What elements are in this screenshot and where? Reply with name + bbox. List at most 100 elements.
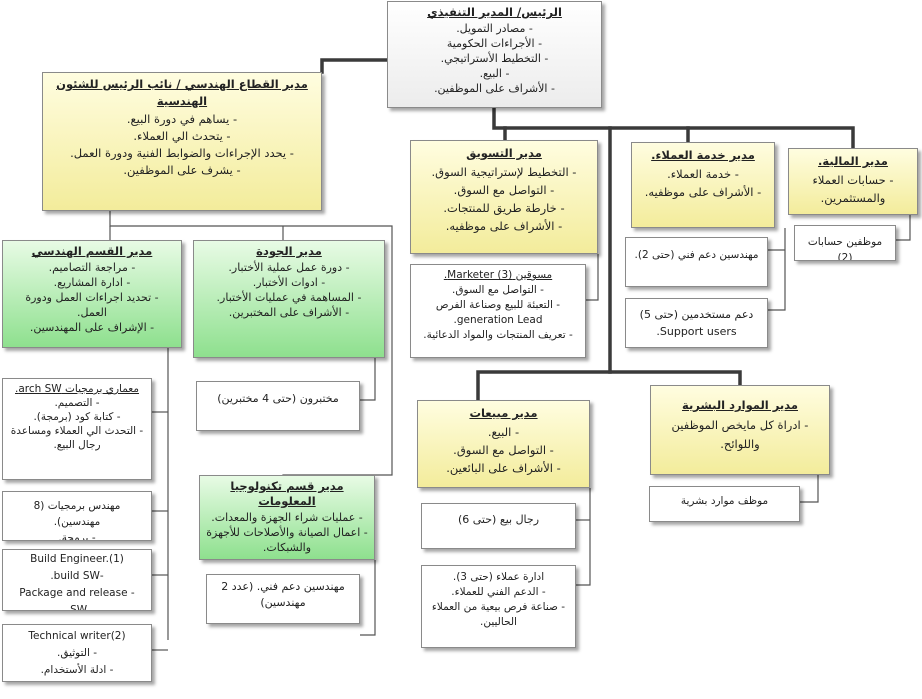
quality-item: - ادوات الأختبار. [252,276,326,289]
marketing-item: - التواصل مع السوق. [453,183,555,197]
tech-writer-item: - ادلة الأستخدام. [40,664,114,676]
it-support-label: مهندسين دعم فني. (عدد 2 مهندسين) [221,580,345,609]
sales-item: - البيع. [487,425,520,439]
marketing-item: - خارطة طريق للمنتجات. [443,201,565,215]
hr-staff-box: موظف موارد بشرية [649,486,800,522]
connector-cs-staff [768,228,786,311]
quality-box: مدير الجودة - دورة عمل عملية الأختبار. -… [193,240,385,358]
sales-item: - الأشراف على البائعين. [446,461,561,475]
sales-title: مدير مبيعات [469,406,538,420]
connector-hr-staff [800,475,819,503]
sw-engineers-title: مهندس برمجيات (8 مهندسين). [33,500,121,528]
architect-item: - كتابة كود (برمجة). [33,411,121,423]
accountants-box: موظفين حسابات (2) [794,225,896,261]
hr-box: مدير الموارد البشرية - ادراة كل مايخص ال… [650,385,830,475]
accountants-label: موظفين حسابات (2) [807,236,883,261]
marketing-item: - الأشراف على موظفيه. [445,219,563,233]
marketers-item: - التواصل مع السوق. [452,284,544,296]
tech-writer-title: Technical writer(2) [28,630,126,642]
architect-item: - التصميم. [54,397,100,409]
account-managers-box: ادارة عملاء (حتى 3). - الدعم الفني للعمل… [421,565,576,648]
connector-ceo-engineering [320,58,392,74]
sales-item: - التواصل مع السوق. [453,443,554,457]
account-managers-item: - الدعم الفني للعملاء. [451,586,546,598]
ceo-item: - البيع. [479,67,510,80]
it-dept-box: مدير قسم تكنولوجيا المعلومات - عمليات شر… [199,475,375,560]
engineering-vp-box: مدير القطاع الهندسي / نائب الرئيس للشئون… [42,72,322,211]
testers-box: مختبرون (حتى 4 مختبرين) [196,381,360,431]
account-managers-item: - صناعة فرص بيعية من العملاء الحاليين. [431,601,566,628]
architect-item: - التحدث الي العملاء ومساعدة رجال البيع. [10,425,144,451]
engineering-dept-item: - ادارة المشاريع. [53,276,131,289]
user-support-label: دعم مستخدمين (حتى 5) Support users. [639,308,754,338]
salesmen-label: رجال بيع (حتى 6) [457,513,540,526]
testers-label: مختبرون (حتى 4 مختبرين) [217,392,339,405]
customer-service-title: مدير خدمة العملاء. [651,148,755,162]
connector-sales-staff [576,488,591,586]
ceo-item: - التخطيط الأستراتيجي. [440,52,549,65]
support-engineers-label: مهندسين دعم فني (حتى 2). [634,249,759,261]
architect-box: معماري برمجيات arch SW. - التصميم. - كتا… [2,378,152,480]
sales-box: مدير مبيعات - البيع. - التواصل مع السوق.… [417,400,590,488]
ceo-item: - مصادر التمويل. [456,22,533,35]
finance-box: مدير المالية. - حسابات العملاء والمستثمر… [788,148,918,215]
ceo-item: - الأشراف على الموظفين. [434,82,555,95]
connector-trunk-sales-hr [608,126,742,387]
engineering-vp-item: - يتحدث الي العملاء. [133,129,231,143]
marketing-title: مدير التسويق [466,146,542,160]
build-engineer-item: -build SW. [50,570,104,582]
connector-marketing-staff [586,254,599,301]
support-engineers-box: مهندسين دعم فني (حتى 2). [625,237,768,287]
connector-ceo-trunk [492,106,855,150]
build-engineer-title: Build Engineer.(1) [30,553,124,565]
quality-item: - الأشراف على المختبرين. [228,306,350,319]
account-managers-title: ادارة عملاء (حتى 3). [452,571,545,583]
it-dept-item: - اعمال الصيانة والأصلاحات للأجهزة والشب… [206,526,368,554]
marketing-item: - التخطيط لإستراتيجية السوق. [431,165,577,179]
marketers-item: - تعريف المنتجات والمواد الدعائية. [423,329,573,341]
build-engineer-item: - Package and release SW. [19,587,135,611]
tech-writer-box: Technical writer(2) - التوثيق. - ادلة ال… [2,624,152,682]
connector-finance-staff [896,215,911,241]
engineering-dept-box: مدير القسم الهندسي - مراجعة التصاميم. - … [2,240,182,348]
marketers-item: - التعبئة للبيع وصناعة الفرص generation … [435,299,561,326]
finance-item: - حسابات العملاء والمستثمرين. [812,173,894,205]
it-support-box: مهندسين دعم فني. (عدد 2 مهندسين) [206,574,360,624]
quality-title: مدير الجودة [256,244,322,258]
engineering-vp-item: - يشرف على الموظفين. [123,163,241,177]
it-dept-title: مدير قسم تكنولوجيا المعلومات [230,479,344,508]
engineering-dept-item: - الإشراف على المهندسين. [29,321,155,334]
connector-quality-staff [360,358,376,401]
engineering-vp-item: - يساهم في دورة البيع. [126,112,238,126]
customer-service-box: مدير خدمة العملاء. - خدمة العملاء. - الأ… [631,142,775,228]
ceo-item: - الأجراءات الحكومية [446,37,543,50]
sw-engineers-box: مهندس برمجيات (8 مهندسين). - برمجة. [2,491,152,541]
ceo-title: الرئيس/ المدير التنفيذي [427,5,562,19]
engineering-vp-title: مدير القطاع الهندسي / نائب الرئيس للشئون… [56,77,308,108]
build-engineer-box: Build Engineer.(1) -build SW. - Package … [2,549,152,611]
engineering-dept-title: مدير القسم الهندسي [31,244,153,258]
engineering-dept-item: - تحديد اجراءات العمل ودورة العمل. [25,291,159,319]
quality-item: - المساهمة في عمليات الأختبار. [216,291,362,304]
it-dept-item: - عمليات شراء الجهزة والمعدات. [211,511,363,524]
hr-item: - ادراة كل مايخص الموظفين واللوائح. [671,418,809,451]
quality-item: - دورة عمل عملية الأختبار. [228,261,350,274]
architect-title: معماري برمجيات arch SW. [15,383,139,395]
tech-writer-item: - التوثيق. [56,647,98,659]
hr-staff-label: موظف موارد بشرية [680,495,769,507]
ceo-box: الرئيس/ المدير التنفيذي - مصادر التمويل.… [387,1,602,108]
hr-title: مدير الموارد البشرية [682,398,798,412]
user-support-box: دعم مستخدمين (حتى 5) Support users. [625,298,768,348]
marketers-box: مسوقين Marketer (3). - التواصل مع السوق.… [410,264,586,358]
salesmen-box: رجال بيع (حتى 6) [421,503,576,549]
engineering-dept-item: - مراجعة التصاميم. [48,261,136,274]
connector-it-staff [360,560,376,636]
connector-hr-to-sales [476,370,612,402]
marketing-box: مدير التسويق - التخطيط لإستراتيجية السوق… [410,140,598,254]
engineering-vp-item: - يحدد الإجراءات والضوابط الفنية ودورة ا… [70,146,294,160]
finance-title: مدير المالية. [818,154,888,168]
sw-engineers-item: - برمجة. [58,532,96,541]
customer-service-item: - الأشراف على موظفيه. [644,185,762,199]
customer-service-item: - خدمة العملاء. [667,167,739,181]
